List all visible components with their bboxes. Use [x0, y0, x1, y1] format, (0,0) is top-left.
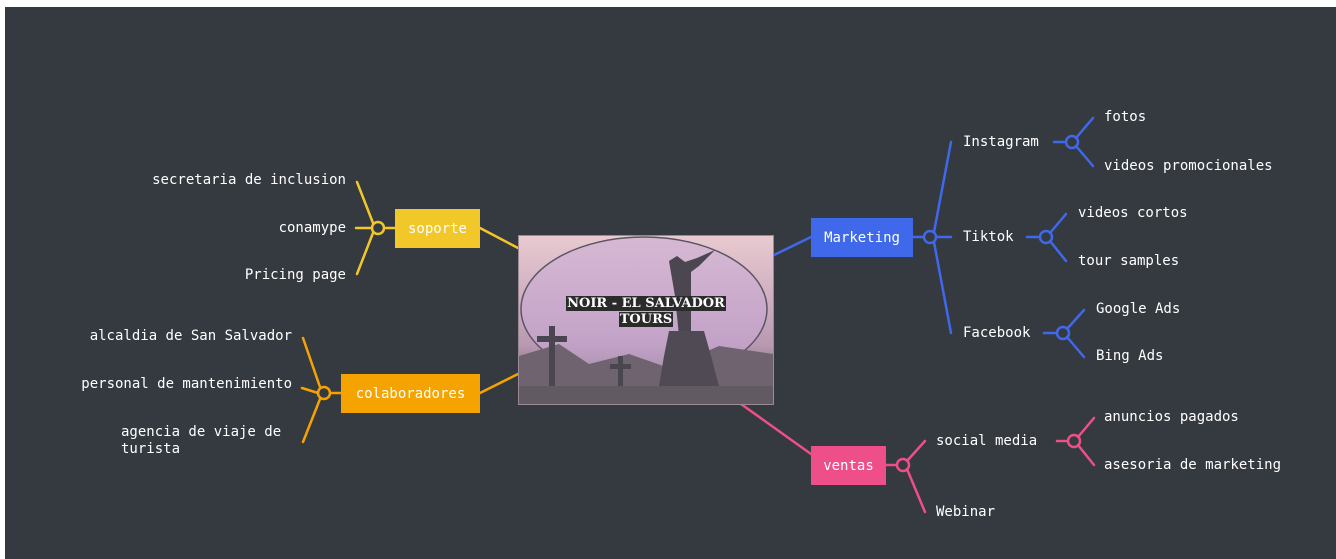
soporte-child-secretaria[interactable]: secretaria de inclusion	[152, 172, 346, 188]
soporte-child-pricing[interactable]: Pricing page	[244, 267, 346, 283]
center-title-line2: TOURS	[618, 312, 674, 327]
marketing-facebook[interactable]: Facebook	[963, 325, 1031, 341]
center-title-line1: NOIR - EL SALVADOR	[566, 296, 726, 311]
tiktok-child-videos-cortos[interactable]: videos cortos	[1078, 205, 1188, 221]
ventas-connectors	[739, 402, 1096, 514]
colaboradores-node[interactable]: colaboradores	[341, 374, 480, 413]
soporte-child-conamype[interactable]: conamype	[278, 220, 346, 236]
colaboradores-child-alcaldia[interactable]: alcaldia de San Salvador	[89, 328, 292, 344]
tiktok-child-tour-samples[interactable]: tour samples	[1078, 253, 1180, 269]
ventas-node[interactable]: ventas	[811, 446, 886, 485]
social-child-anuncios[interactable]: anuncios pagados	[1104, 409, 1239, 425]
facebook-child-bing-ads[interactable]: Bing Ads	[1096, 348, 1164, 364]
marketing-connectors	[770, 116, 1095, 359]
marketing-node[interactable]: Marketing	[811, 218, 913, 257]
center-node-card[interactable]: NOIR - EL SALVADOR TOURS	[518, 235, 774, 405]
facebook-child-google-ads[interactable]: Google Ads	[1096, 301, 1181, 317]
soporte-node[interactable]: soporte	[395, 209, 480, 248]
colaboradores-connectors	[300, 336, 520, 444]
center-title: NOIR - EL SALVADOR TOURS	[519, 296, 773, 328]
ventas-social-media[interactable]: social media	[936, 433, 1038, 449]
instagram-child-fotos[interactable]: fotos	[1104, 109, 1147, 125]
marketing-instagram[interactable]: Instagram	[963, 134, 1039, 150]
colaboradores-child-agencia[interactable]: agencia de viaje de turista	[121, 424, 281, 458]
social-child-asesoria[interactable]: asesoria de marketing	[1104, 457, 1282, 473]
instagram-child-videos[interactable]: videos promocionales	[1104, 158, 1273, 174]
marketing-tiktok[interactable]: Tiktok	[963, 229, 1014, 245]
ventas-webinar[interactable]: Webinar	[936, 504, 996, 520]
agencia-line2: turista	[121, 441, 181, 457]
agencia-line1: agencia de viaje de	[121, 424, 282, 440]
soporte-connectors	[354, 180, 520, 276]
colaboradores-child-personal[interactable]: personal de mantenimiento	[81, 376, 292, 392]
